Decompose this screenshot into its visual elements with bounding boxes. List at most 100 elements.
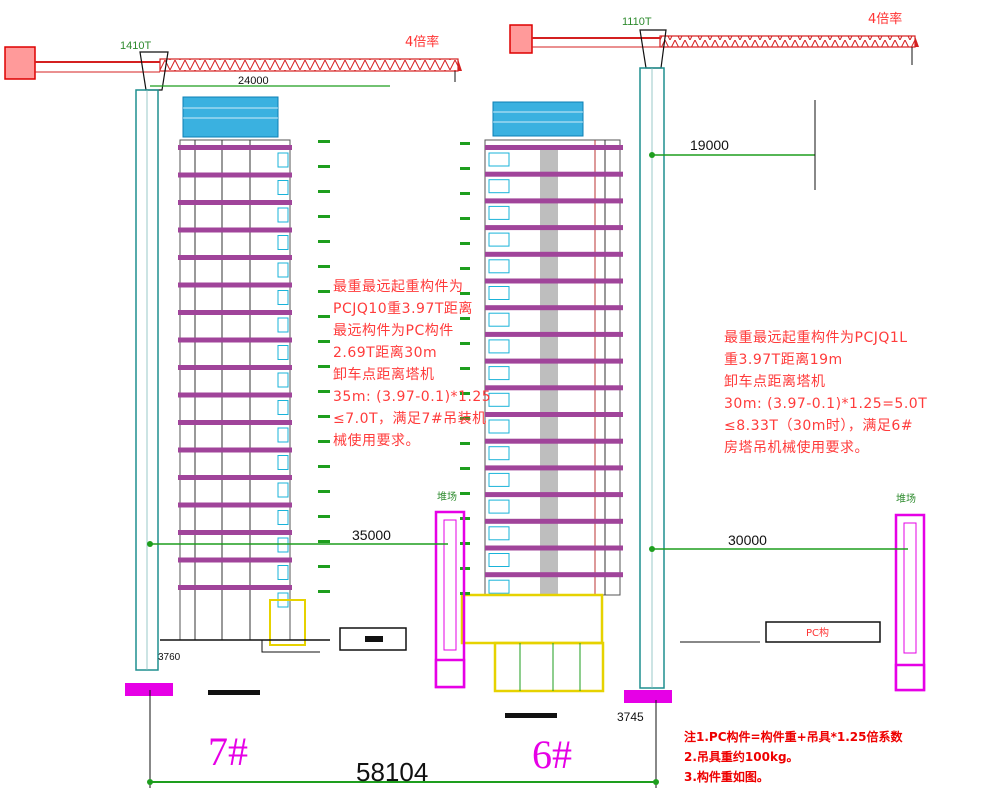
green-marker: [318, 440, 330, 443]
green-marker: [318, 540, 330, 543]
green-marker: [318, 365, 330, 368]
right-window: [488, 579, 510, 594]
left-window: [277, 482, 289, 498]
left-crane-base: [125, 683, 173, 696]
right-floor-slab: [485, 412, 623, 417]
left-window: [277, 290, 289, 305]
left-floor-slab: [178, 282, 292, 288]
right-storage-label: 堆场: [896, 492, 916, 505]
right-tower-crane: [509, 24, 919, 703]
green-marker: [318, 290, 330, 293]
green-marker: [460, 417, 470, 420]
green-marker: [460, 392, 470, 395]
right-window: [488, 499, 510, 514]
green-marker: [318, 340, 330, 343]
right-floor-slab: [485, 331, 623, 337]
left-window: [277, 427, 289, 443]
green-marker: [318, 215, 330, 218]
green-marker: [460, 192, 470, 195]
dim-top-left: 24000: [238, 75, 269, 87]
left-floor-slab: [178, 337, 292, 343]
left-window: [277, 510, 289, 525]
left-floor-slab: [178, 475, 292, 480]
left-floor-slab: [178, 447, 292, 453]
left-window: [277, 152, 289, 168]
green-marker: [460, 442, 470, 445]
bottom-footnote: 注1.PC构件=构件重+吊具*1.25倍系数 2.吊具重约100kg。 3.构件…: [684, 730, 903, 784]
green-marker: [318, 490, 330, 493]
right-crane-base: [624, 690, 672, 703]
right-window: [488, 392, 510, 407]
right-floor-slab: [485, 305, 623, 311]
left-window: [277, 262, 289, 278]
right-window: [488, 259, 510, 274]
right-window: [488, 419, 510, 434]
left-lifting-note: 最重最远起重构件为 PCJQ10重3.97T距离 最远构件为PC构件 2.69T…: [333, 279, 492, 449]
right-floor-slab: [485, 572, 623, 578]
green-marker: [460, 317, 470, 320]
right-window: [488, 366, 510, 381]
right-floor-slab: [485, 251, 623, 257]
right-window: [488, 152, 510, 167]
right-counterweight: [509, 24, 533, 54]
right-window: [488, 312, 510, 327]
left-floor-slab: [178, 172, 292, 178]
right-jib: [659, 35, 916, 48]
right-floor-slab: [485, 225, 623, 231]
left-crane-model: 1410T: [120, 40, 151, 52]
left-truck: [434, 510, 466, 689]
green-marker: [318, 415, 330, 418]
left-storage-label: 堆场: [437, 490, 457, 503]
left-crane-ratio: 4倍率: [405, 34, 439, 50]
green-marker: [318, 515, 330, 518]
right-roof-tank: [492, 101, 584, 137]
right-pc-box-label: PC构: [806, 626, 829, 639]
building-7-label: 7#: [208, 729, 248, 774]
left-floor-slab: [178, 530, 292, 535]
green-marker: [318, 465, 330, 468]
right-pc-box: [765, 621, 881, 643]
left-jib: [159, 58, 459, 72]
left-floor-slab: [178, 255, 292, 260]
left-floor-slab: [178, 557, 292, 563]
right-floor-slabs: [485, 145, 623, 594]
green-marker: [318, 565, 330, 568]
green-marker: [460, 292, 470, 295]
left-counterweight: [4, 46, 36, 80]
green-marker: [460, 242, 470, 245]
left-building-frame: [179, 139, 291, 641]
right-floor-slab: [485, 171, 623, 177]
left-floor-slab: [178, 420, 292, 425]
left-window: [277, 207, 289, 223]
right-floor-slab: [485, 492, 623, 498]
left-floor-slab: [178, 145, 292, 150]
left-tower-crane: [4, 46, 462, 696]
building-6: [460, 101, 623, 718]
right-window: [488, 526, 510, 541]
left-window: [277, 345, 289, 360]
left-floor-slab: [178, 200, 292, 205]
green-marker: [318, 165, 330, 168]
right-window: [488, 472, 510, 487]
right-floor-slab: [485, 145, 623, 150]
left-window: [277, 235, 289, 250]
green-marker: [318, 390, 330, 393]
left-window: [277, 455, 289, 470]
left-floor-slab: [178, 227, 292, 233]
green-marker: [318, 315, 330, 318]
right-window: [488, 205, 510, 220]
right-window: [488, 339, 510, 354]
left-floor-slabs: [178, 145, 292, 608]
right-window: [488, 232, 510, 247]
left-roof-tank: [182, 96, 279, 138]
green-marker: [318, 140, 330, 143]
left-window: [277, 400, 289, 415]
green-marker: [460, 467, 470, 470]
dim-mid-right: 30000: [728, 532, 767, 548]
right-window: [488, 286, 510, 300]
right-podium: [460, 593, 604, 645]
dim-top-right: 19000: [690, 137, 729, 153]
right-floor-slab: [485, 518, 623, 524]
